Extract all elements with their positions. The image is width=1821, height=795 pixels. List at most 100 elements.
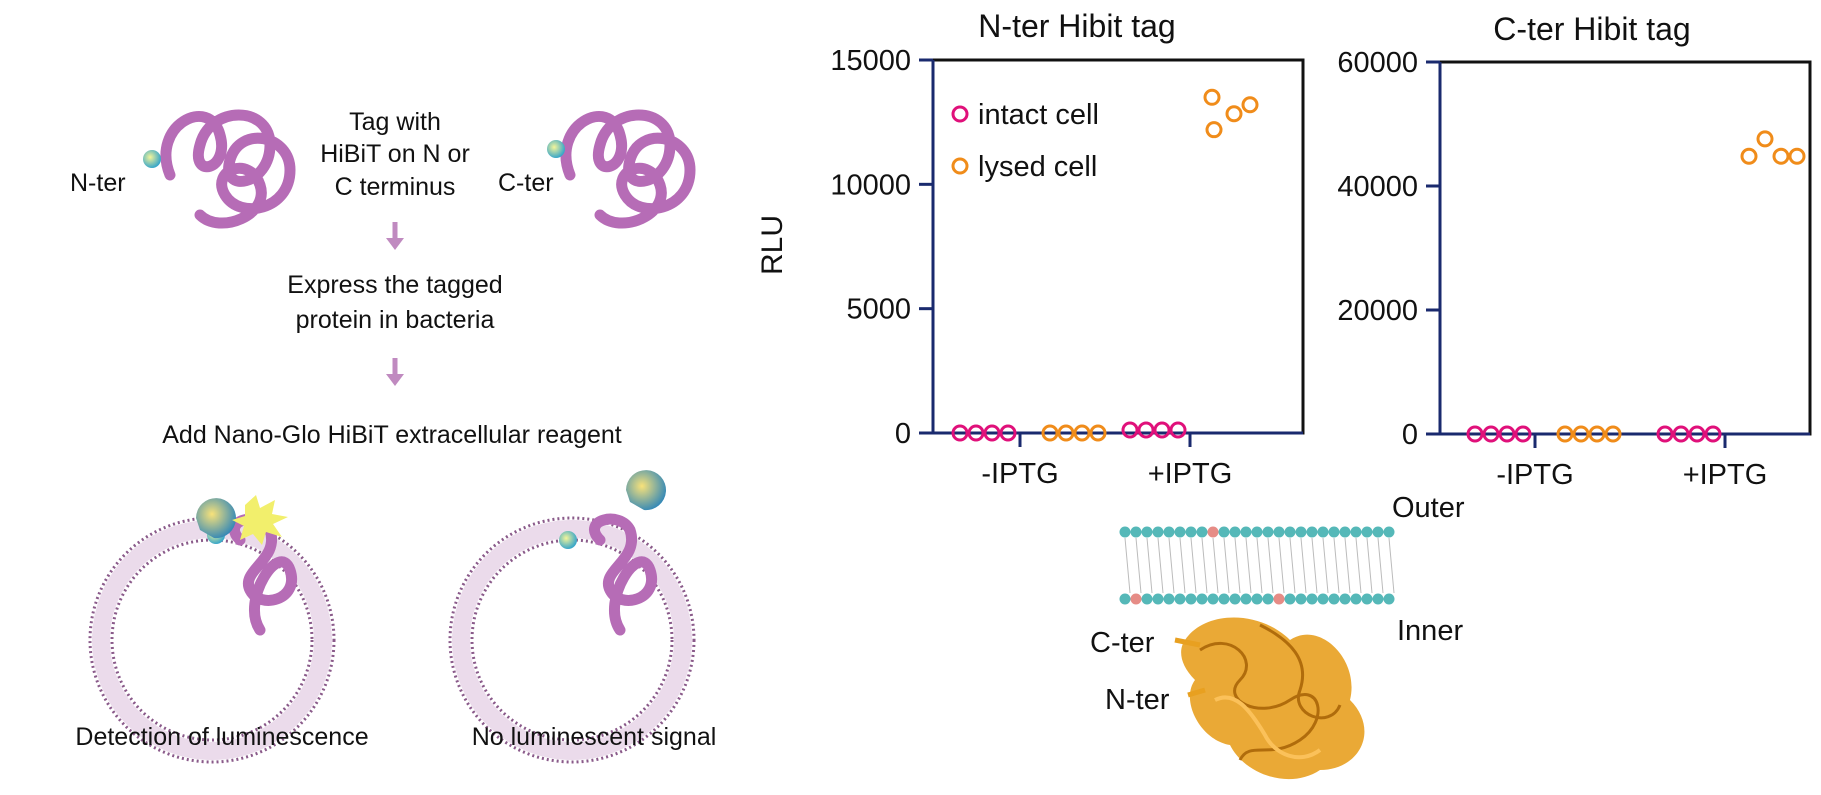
data-point [1041,424,1059,442]
hibit-tag-icon [143,150,161,168]
lipid-head [1361,593,1373,605]
lipid-head [1372,593,1384,605]
hibit-tag-icon [547,140,565,158]
lipid-head [1185,593,1197,605]
data-point [1169,421,1187,439]
lipid-tail [1223,537,1230,594]
data-point [1498,425,1516,443]
data-point [1466,425,1484,443]
lipid-head [1339,593,1351,605]
data-point [1556,425,1574,443]
lipid-tail [1245,537,1252,594]
lipid-tail [1168,537,1175,594]
down-arrow-icon [386,222,404,250]
data-point [1073,424,1091,442]
lipid-head [1372,526,1384,538]
c-ter-label: C-ter [498,169,554,197]
lipid-tail [1300,537,1307,594]
inner-label: Inner [1397,615,1463,647]
lipid-head [1350,593,1362,605]
n-ter-structure-label: N-ter [1105,684,1170,716]
legend-label-lysed: lysed cell [978,151,1097,183]
y-axis-label: RLU [756,215,789,275]
chart-title: N-ter Hibit tag [978,8,1175,44]
detection-label: Detection of luminescence [75,723,368,751]
lipid-head [1130,526,1142,538]
lipid-tail [1278,537,1285,594]
y-tick-label: 40000 [1337,171,1418,203]
lipid-head [1174,526,1186,538]
data-point [1153,421,1171,439]
express-step-line1: Express the tagged [287,271,502,299]
lipid-tail [1388,537,1395,594]
lipid-head [1383,593,1395,605]
lipid-head [1207,593,1219,605]
lipid-tail [1146,537,1153,594]
lipid-head [1240,526,1252,538]
lipid-tail [1135,537,1142,594]
lipid-head [1229,593,1241,605]
data-point [1688,425,1706,443]
n-ter-label: N-ter [70,169,126,197]
data-point [1772,147,1790,165]
outer-label: Outer [1392,492,1465,524]
lipid-tail [1322,537,1329,594]
legend-label-intact: intact cell [978,99,1099,131]
data-point [1089,424,1107,442]
lipid-head [1174,593,1186,605]
data-point [951,424,969,442]
data-point [1588,425,1606,443]
lipid-tail [1355,537,1362,594]
lipid-bilayer [1119,526,1395,605]
x-ticks: -IPTG+IPTG [1496,434,1767,491]
lipid-head [1240,593,1252,605]
lipid-head [1218,526,1230,538]
data-point [1604,425,1622,443]
data-point [1572,425,1590,443]
y-tick-label: 0 [1402,419,1418,451]
legend: intact cell lysed cell [951,99,1099,183]
data-point [1205,121,1223,139]
lipid-tail [1289,537,1296,594]
c-ter-tagged-protein [547,109,696,229]
lipid-head [1317,526,1329,538]
express-step-line2: protein in bacteria [296,306,495,334]
lipid-head [1306,593,1318,605]
data-point [1514,425,1532,443]
lgbit-icon [196,498,236,539]
data-point [1788,147,1806,165]
lipid-tail [1267,537,1274,594]
protein-structure [1174,617,1365,780]
lipid-tail [1256,537,1263,594]
cell-without-signal [448,470,696,764]
lipid-head [1185,526,1197,538]
y-tick-label: 20000 [1337,295,1418,327]
lipid-head [1295,593,1307,605]
membrane-structure-panel: Outer Inner C-ter N-ter [1090,492,1465,780]
y-tick-label: 15000 [830,45,911,77]
lipid-head [1295,526,1307,538]
data-point [983,424,1001,442]
lipid-head [1339,526,1351,538]
down-arrow-icon [386,358,404,386]
x-tick-label: -IPTG [1496,459,1573,491]
lipid-head [1141,526,1153,538]
x-tick-label: +IPTG [1148,458,1233,490]
y-tick-label: 5000 [846,294,911,326]
lipid-head [1152,593,1164,605]
lipid-head [1196,526,1208,538]
data-points [1466,130,1806,443]
lipid-head [1207,526,1219,538]
lipid-head [1251,526,1263,538]
plot-frame [1438,60,1812,436]
lipid-tail [1201,537,1208,594]
lgbit-icon [626,470,666,511]
lipid-tail [1344,537,1351,594]
y-tick-label: 0 [895,418,911,450]
data-point [1756,130,1774,148]
lipid-head [1328,593,1340,605]
lipid-head [1284,593,1296,605]
lipid-head [1130,593,1142,605]
